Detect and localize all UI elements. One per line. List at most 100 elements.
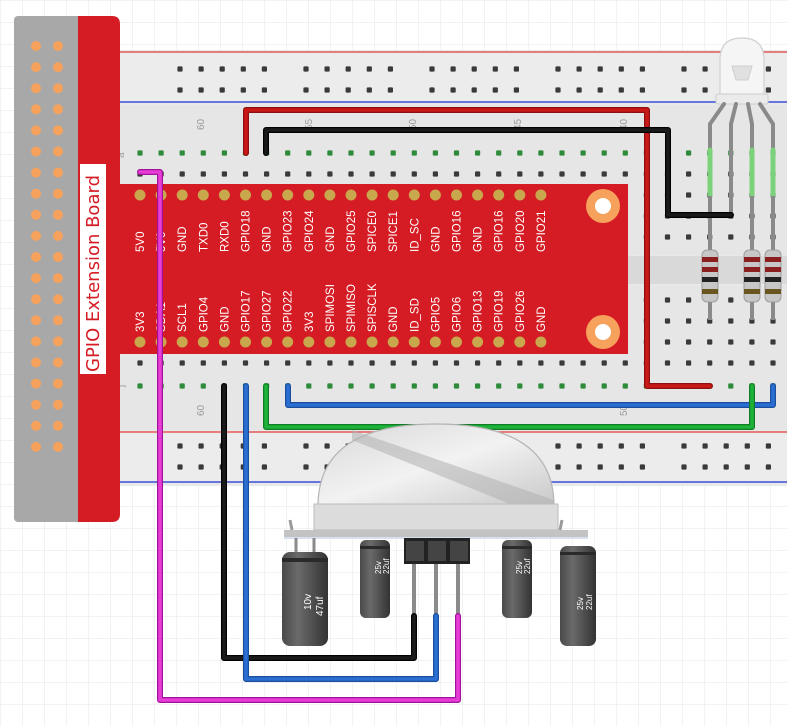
header-pin bbox=[53, 441, 63, 452]
rail-hole bbox=[513, 87, 519, 93]
rail-hole bbox=[681, 464, 687, 470]
breadboard-hole bbox=[749, 360, 755, 366]
gpio-bottom-pin bbox=[197, 336, 209, 348]
rail-hole bbox=[576, 66, 582, 72]
rail-hole bbox=[597, 87, 603, 93]
capacitor-2-voltage: 25v bbox=[374, 561, 383, 574]
gpio-bottom-pin-label: GND bbox=[219, 306, 231, 332]
gpio-bottom-pin-label: GPIO27 bbox=[262, 290, 274, 332]
breadboard-hole bbox=[453, 383, 460, 389]
breadboard-hole bbox=[348, 150, 354, 156]
breadboard-hole bbox=[453, 150, 460, 156]
header-pin bbox=[53, 273, 63, 284]
breadboard-hole bbox=[327, 150, 333, 156]
gpio-top-pin bbox=[240, 189, 251, 201]
breadboard-hole bbox=[264, 360, 270, 366]
rail-hole bbox=[618, 66, 624, 72]
gpio-pins bbox=[134, 189, 547, 348]
breadboard-hole bbox=[390, 360, 396, 366]
header-pin bbox=[53, 315, 63, 326]
breadboard-hole bbox=[664, 360, 671, 366]
breadboard-hole bbox=[432, 150, 438, 156]
rail-hole bbox=[324, 66, 330, 72]
breadboard-hole bbox=[496, 171, 502, 177]
rail-hole bbox=[681, 443, 687, 449]
breadboard-hole bbox=[538, 360, 544, 366]
column-number-50: 50 bbox=[408, 118, 419, 130]
breakout-bridge bbox=[110, 184, 128, 354]
breadboard-hole bbox=[200, 171, 206, 177]
bottom-column-number-60: 60 bbox=[196, 404, 207, 416]
header-pin bbox=[31, 294, 41, 305]
rail-hole bbox=[177, 464, 183, 470]
rail-hole bbox=[555, 66, 561, 72]
gpio-bottom-pin bbox=[366, 336, 378, 348]
breadboard-hole bbox=[496, 360, 502, 366]
rail-hole bbox=[681, 66, 687, 72]
rail-hole bbox=[471, 87, 477, 93]
gpio-top-pin-label: GND bbox=[262, 226, 274, 252]
gpio-bottom-pin-label: GPIO22 bbox=[283, 290, 295, 332]
rail-hole bbox=[723, 464, 729, 470]
gpio-bottom-pin bbox=[282, 336, 294, 348]
header-pin bbox=[31, 357, 41, 368]
gpio-top-pin-label: GPIO16 bbox=[452, 210, 464, 252]
breadboard-hole bbox=[200, 383, 206, 389]
breadboard-hole bbox=[432, 360, 438, 366]
header-pins bbox=[31, 41, 63, 452]
header-pin bbox=[31, 62, 41, 73]
header-pin bbox=[53, 209, 63, 220]
breadboard-hole bbox=[728, 318, 734, 324]
rail-hole bbox=[765, 66, 771, 72]
gpio-bottom-pin bbox=[493, 336, 505, 348]
gpio-top-pin bbox=[429, 189, 441, 201]
breadboard-hole bbox=[728, 339, 734, 345]
header-pin bbox=[53, 188, 63, 199]
gpio-bottom-pin bbox=[218, 336, 230, 348]
header-pin bbox=[31, 336, 41, 347]
rail-hole bbox=[555, 464, 561, 470]
gpio-bottom-pin bbox=[387, 336, 399, 348]
rail-hole bbox=[744, 464, 750, 470]
breadboard-hole bbox=[306, 360, 312, 366]
breadboard-hole bbox=[538, 383, 544, 389]
breadboard-hole bbox=[728, 297, 734, 303]
breadboard-hole bbox=[411, 150, 417, 156]
breadboard-hole bbox=[306, 171, 312, 177]
rail-hole bbox=[471, 66, 477, 72]
gpio-bottom-pin-label: GND bbox=[388, 306, 400, 332]
breadboard-hole bbox=[707, 360, 713, 366]
header-pin bbox=[31, 167, 41, 178]
header-pin bbox=[31, 209, 41, 220]
gpio-bottom-pin bbox=[514, 336, 526, 348]
capacitors: 10v 47uf 25v 22uf 25v 22uf 25v 22uf bbox=[282, 538, 596, 646]
header-pin bbox=[31, 125, 41, 136]
rail-hole bbox=[240, 87, 246, 93]
gpio-bottom-pin bbox=[240, 336, 251, 348]
header-pin bbox=[53, 146, 63, 157]
breadboard-hole bbox=[622, 383, 628, 389]
board-title: GPIO Extension Board bbox=[83, 175, 104, 372]
rail-hole bbox=[576, 464, 582, 470]
breadboard-hole bbox=[517, 171, 523, 177]
breadboard-hole bbox=[285, 360, 291, 366]
header-pin bbox=[31, 378, 41, 389]
header-pin bbox=[53, 420, 63, 431]
header-pin bbox=[53, 62, 63, 73]
gpio-top-pin-label: GPIO24 bbox=[304, 210, 316, 252]
led-die bbox=[731, 65, 753, 81]
breadboard-hole bbox=[453, 171, 460, 177]
gpio-top-pin bbox=[408, 189, 420, 201]
header-pin bbox=[31, 420, 41, 431]
rail-hole bbox=[177, 443, 183, 449]
column-numbers: 60 55 50 45 40 60 50 a j bbox=[116, 118, 630, 416]
gpio-bottom-pin bbox=[472, 336, 484, 348]
breadboard-hole bbox=[137, 383, 143, 389]
breadboard-hole bbox=[285, 150, 291, 156]
rail-hole bbox=[555, 87, 561, 93]
rail-hole bbox=[702, 443, 708, 449]
gpio-bottom-pin bbox=[303, 336, 315, 348]
gpio-top-pin bbox=[387, 189, 399, 201]
breadboard-hole bbox=[137, 360, 143, 366]
rail-hole bbox=[702, 66, 708, 72]
